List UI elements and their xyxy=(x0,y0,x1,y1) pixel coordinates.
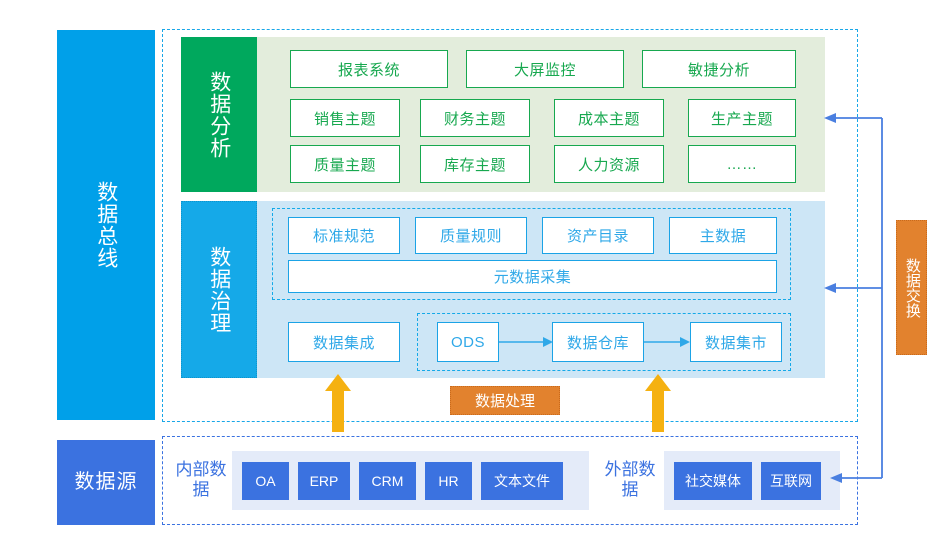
source-chip-crm[interactable]: CRM xyxy=(359,461,416,500)
analysis-item[interactable]: 库存主题 xyxy=(420,145,530,183)
data-analysis-label[interactable]: 数据分析 xyxy=(181,37,257,192)
source-chip-erp[interactable]: ERP xyxy=(298,461,350,500)
pipeline-arrow-warehouse-to-mart xyxy=(644,337,690,347)
pipeline-arrow-ods-to-warehouse xyxy=(499,337,553,347)
analysis-item[interactable]: 质量主题 xyxy=(290,145,400,183)
analysis-item[interactable]: 敏捷分析 xyxy=(642,50,796,88)
pipeline-node-warehouse[interactable]: 数据仓库 xyxy=(552,322,644,362)
external-data-title: 外部数据 xyxy=(604,460,656,499)
analysis-item[interactable]: 大屏监控 xyxy=(466,50,624,88)
governance-item[interactable]: 质量规则 xyxy=(415,217,527,254)
analysis-item[interactable]: 财务主题 xyxy=(420,99,530,137)
governance-item[interactable]: 主数据 xyxy=(669,217,777,254)
external-data-group: 社交媒体 互联网 xyxy=(664,451,840,510)
source-chip-text-file[interactable]: 文本文件 xyxy=(481,461,563,500)
metadata-collection-box[interactable]: 元数据采集 xyxy=(288,260,777,293)
governance-item[interactable]: 标准规范 xyxy=(288,217,400,254)
governance-standards-group xyxy=(272,208,791,300)
ingest-arrow-left-icon xyxy=(325,374,351,432)
internal-data-title: 内部数据 xyxy=(175,460,227,499)
platform-container xyxy=(162,29,858,422)
source-chip-internet[interactable]: 互联网 xyxy=(761,461,821,500)
analysis-item[interactable]: 成本主题 xyxy=(554,99,664,137)
analysis-item[interactable]: 销售主题 xyxy=(290,99,400,137)
data-integration-box[interactable]: 数据集成 xyxy=(288,322,400,362)
internal-data-group: OA ERP CRM HR 文本文件 xyxy=(232,451,589,510)
source-chip-oa[interactable]: OA xyxy=(242,461,289,500)
ingest-arrow-right-icon xyxy=(645,374,671,432)
governance-item[interactable]: 资产目录 xyxy=(542,217,654,254)
pipeline-node-ods[interactable]: ODS xyxy=(437,322,499,362)
warehouse-pipeline-group xyxy=(417,313,791,371)
source-chip-social-media[interactable]: 社交媒体 xyxy=(674,461,752,500)
data-source-panel[interactable]: 数据源 xyxy=(57,440,155,525)
analysis-item[interactable]: 生产主题 xyxy=(688,99,796,137)
source-chip-hr[interactable]: HR xyxy=(425,461,472,500)
analysis-item[interactable]: 报表系统 xyxy=(290,50,448,88)
pipeline-node-mart[interactable]: 数据集市 xyxy=(690,322,782,362)
data-exchange-panel[interactable]: 数据交换 xyxy=(896,220,927,355)
data-bus-panel[interactable]: 数据总线 xyxy=(57,30,155,420)
data-governance-label[interactable]: 数据治理 xyxy=(181,201,257,378)
analysis-item-more[interactable]: …… xyxy=(688,145,796,183)
analysis-item[interactable]: 人力资源 xyxy=(554,145,664,183)
data-source-container xyxy=(162,436,858,525)
data-processing-chip[interactable]: 数据处理 xyxy=(450,386,560,415)
exchange-connector-lines xyxy=(824,113,883,483)
